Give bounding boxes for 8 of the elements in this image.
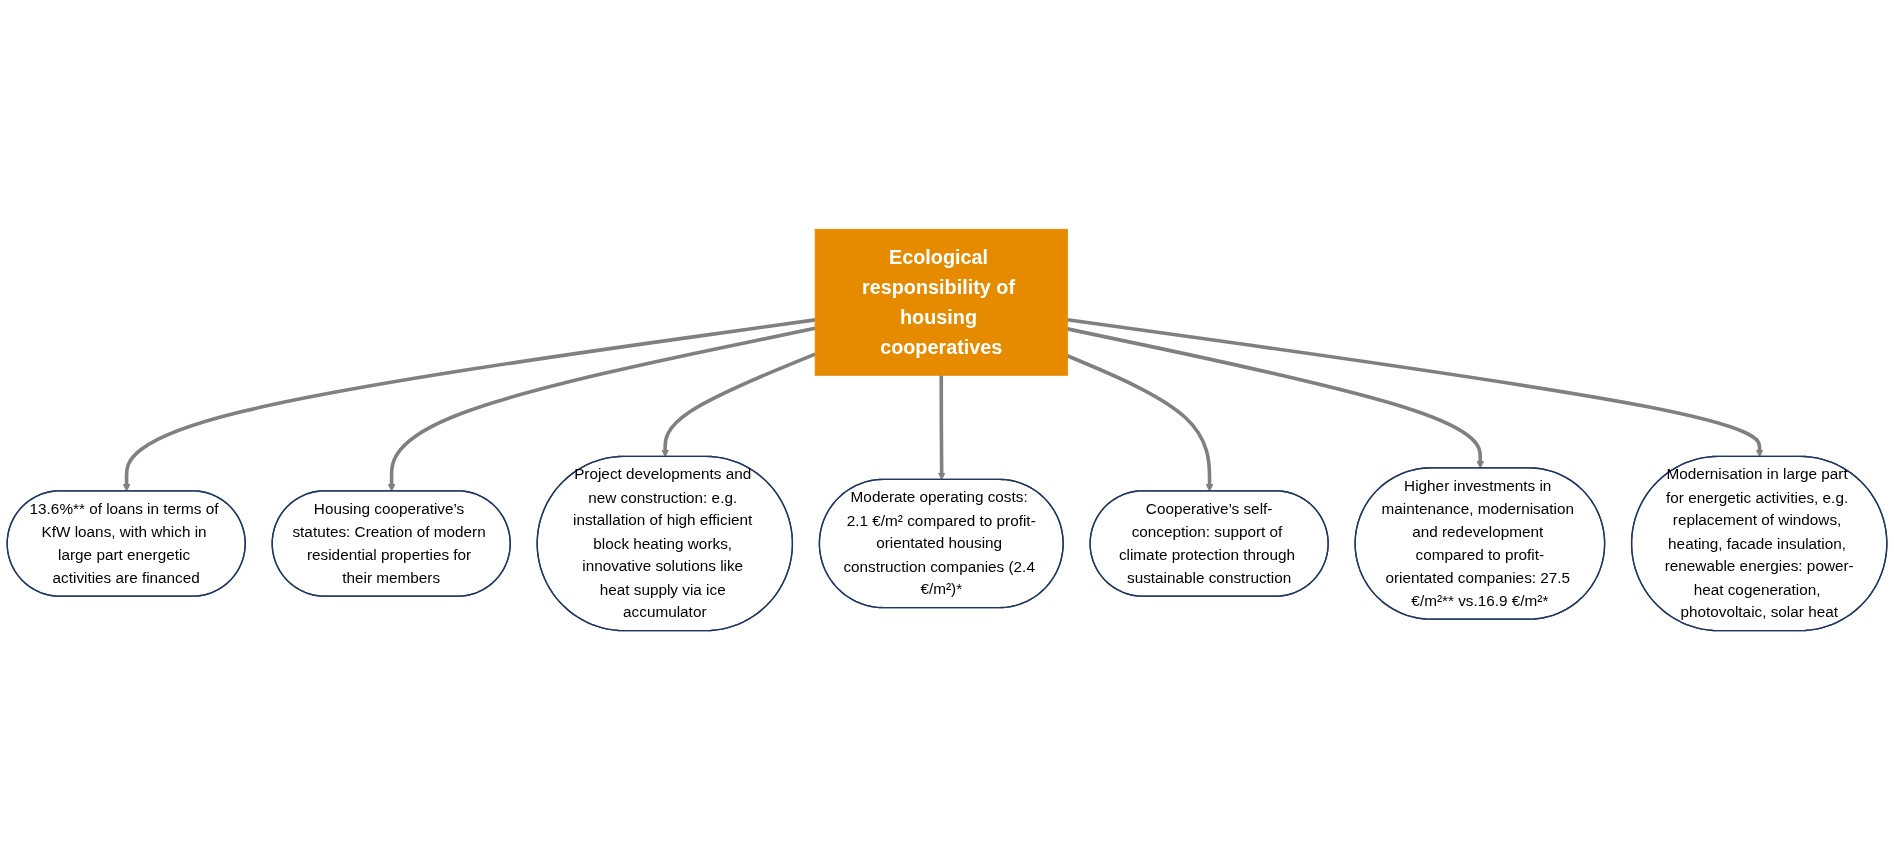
arrow xyxy=(937,375,946,481)
node-box: Ecological responsibility of housing cooperatives xyxy=(814,228,1068,376)
arrow xyxy=(1066,354,1214,492)
arrow xyxy=(1067,318,1764,458)
arrow xyxy=(661,352,816,458)
arrow xyxy=(122,318,816,492)
arrow xyxy=(387,326,816,492)
arrow xyxy=(1067,327,1485,469)
